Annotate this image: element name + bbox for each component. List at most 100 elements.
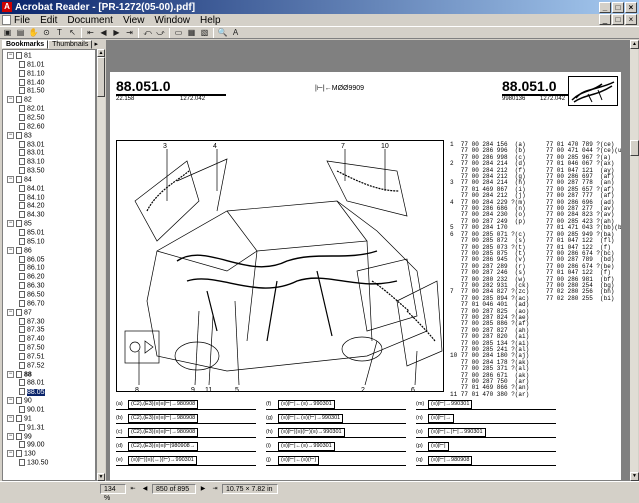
bookmark-item[interactable]: 81.40 (19, 78, 45, 87)
bookmark-item[interactable]: −81 (7, 52, 32, 60)
collapse-toggle-icon[interactable]: − (7, 175, 14, 183)
collapse-toggle-icon[interactable]: − (7, 432, 14, 440)
bookmark-item[interactable]: −91 (7, 414, 32, 423)
doc-scroll-down-arrow-icon[interactable]: ▼ (630, 472, 639, 481)
bookmark-item[interactable]: 86.30 (19, 282, 45, 290)
bookmark-item[interactable]: 86.05 (19, 255, 45, 264)
bookmark-item[interactable]: 84.30 (19, 211, 45, 219)
document-scrollbar[interactable]: ▲ ▼ (629, 40, 639, 481)
menu-window[interactable]: Window (154, 14, 191, 26)
toolbar-tool-icon[interactable]: A (232, 27, 239, 37)
bookmark-item[interactable]: 82.01 (19, 105, 45, 113)
collapse-toggle-icon[interactable]: − (7, 397, 14, 405)
collapse-toggle-icon[interactable]: − (7, 414, 14, 422)
bookmark-item[interactable]: 81.01 (19, 60, 45, 69)
toolbar-tool-icon[interactable]: ✋ (28, 27, 39, 37)
toolbar-tool-icon[interactable]: ▦ (187, 27, 196, 37)
bookmark-item[interactable]: −130 (7, 450, 36, 458)
doc-scroll-up-arrow-icon[interactable]: ▲ (630, 40, 639, 49)
bookmark-item[interactable]: 87.35 (19, 326, 45, 334)
collapse-toggle-icon[interactable]: − (7, 246, 14, 254)
next-page-icon[interactable]: ▶ (200, 486, 206, 492)
maximize-button[interactable]: □ (612, 1, 624, 13)
bookmark-item[interactable]: 83.01 (19, 140, 45, 149)
bookmark-item[interactable]: 85.10 (19, 237, 45, 246)
menu-edit[interactable]: Edit (40, 14, 58, 26)
toolbar-tool-icon[interactable]: ▧ (200, 27, 209, 37)
bookmark-item[interactable]: −84 (7, 175, 32, 184)
toolbar-tool-icon[interactable]: ▣ (3, 27, 12, 37)
bookmark-item[interactable]: 87.30 (19, 317, 45, 326)
bookmark-item[interactable]: −82 (7, 96, 32, 104)
toolbar-tool-icon[interactable]: ⤺ (143, 27, 152, 37)
bookmark-item[interactable]: 84.10 (19, 193, 45, 202)
toolbar-tool-icon[interactable]: ↖ (69, 27, 76, 37)
minimize-button[interactable]: _ (599, 1, 611, 13)
bookmark-item[interactable]: 82.50 (19, 113, 45, 122)
bookmark-item[interactable]: 87.52 (19, 361, 45, 370)
close-button[interactable]: × (625, 1, 637, 13)
bookmark-item[interactable]: −87 (7, 308, 32, 317)
menu-document[interactable]: Document (67, 14, 113, 26)
pane-menu-arrow-icon[interactable]: ▸ (94, 41, 98, 48)
bookmark-item[interactable]: 84.20 (19, 202, 45, 210)
bookmark-item[interactable]: 87.40 (19, 335, 45, 343)
collapse-toggle-icon[interactable]: − (7, 131, 14, 139)
collapse-toggle-icon[interactable]: − (7, 370, 14, 378)
bookmark-item[interactable]: 81.10 (19, 69, 45, 78)
collapse-toggle-icon[interactable]: − (7, 220, 14, 228)
bookmark-item[interactable]: −83 (7, 131, 32, 140)
document-view[interactable]: 88.051.0 22.158 1272.042 |⊢|←MØØ9909 88.… (106, 40, 629, 481)
bookmark-item[interactable]: 87.51 (19, 352, 45, 361)
doc-close-button[interactable]: × (625, 14, 637, 25)
toolbar-tool-icon[interactable]: 🔍 (217, 27, 228, 37)
bookmark-item[interactable]: 83.10 (19, 158, 45, 166)
bookmark-item[interactable]: 88.01 (19, 379, 45, 387)
toolbar-tool-icon[interactable]: ▭ (174, 27, 183, 37)
bookmark-item[interactable]: 99.00 (19, 441, 45, 449)
bookmarks-scrollbar[interactable]: ▲ ▼ (96, 49, 105, 481)
toolbar-tool-icon[interactable]: ⇥ (126, 27, 133, 37)
acrobat-app-icon[interactable]: A (2, 2, 12, 12)
collapse-toggle-icon[interactable]: − (7, 450, 14, 458)
menu-help[interactable]: Help (200, 14, 221, 26)
bookmark-item[interactable]: 90.01 (19, 406, 45, 414)
doc-minimize-button[interactable]: _ (599, 14, 611, 25)
bookmark-item[interactable]: 85.01 (19, 229, 45, 237)
bookmark-item[interactable]: 91.31 (19, 423, 45, 432)
toolbar-tool-icon[interactable]: ⤻ (156, 27, 165, 37)
bookmark-item[interactable]: 84.01 (19, 184, 45, 193)
bookmark-item[interactable]: 87.50 (19, 344, 45, 352)
collapse-toggle-icon[interactable]: − (7, 308, 14, 316)
toolbar-tool-icon[interactable]: ⊙ (43, 27, 50, 37)
collapse-toggle-icon[interactable]: − (7, 96, 14, 104)
bookmark-item[interactable]: −86 (7, 246, 32, 255)
bookmark-item[interactable]: 86.20 (19, 273, 45, 281)
bookmark-item[interactable]: −90 (7, 397, 32, 405)
toolbar-tool-icon[interactable]: ▶ (113, 27, 120, 37)
doc-maximize-button[interactable]: □ (612, 14, 624, 25)
bookmark-item[interactable]: 86.70 (19, 299, 45, 308)
toolbar-tool-icon[interactable]: ⇤ (87, 27, 94, 37)
scroll-down-arrow-icon[interactable]: ▼ (97, 473, 105, 481)
scroll-up-arrow-icon[interactable]: ▲ (97, 49, 105, 57)
bookmark-item[interactable]: 81.50 (19, 87, 45, 95)
collapse-toggle-icon[interactable]: − (7, 52, 14, 59)
zoom-level[interactable]: 134 % (100, 484, 126, 502)
page-indicator[interactable]: 850 of 895 (152, 484, 196, 494)
bookmark-item[interactable]: −85 (7, 220, 32, 228)
bookmark-item[interactable]: 86.10 (19, 264, 45, 272)
tab-bookmarks[interactable]: Bookmarks (2, 40, 49, 49)
bookmark-item[interactable]: −99 (7, 432, 32, 441)
bookmark-item[interactable]: 86.50 (19, 290, 45, 299)
toolbar-tool-icon[interactable]: ◀ (100, 27, 107, 37)
menu-file[interactable]: File (14, 14, 31, 26)
menu-view[interactable]: View (122, 14, 145, 26)
doc-scroll-thumb[interactable] (630, 140, 639, 156)
toolbar-tool-icon[interactable]: T (57, 27, 62, 37)
first-page-icon[interactable]: ⇤ (130, 486, 136, 492)
bookmark-item[interactable]: −88 (7, 370, 32, 379)
bookmark-item[interactable]: 82.60 (19, 122, 45, 131)
scroll-thumb[interactable] (97, 57, 105, 97)
